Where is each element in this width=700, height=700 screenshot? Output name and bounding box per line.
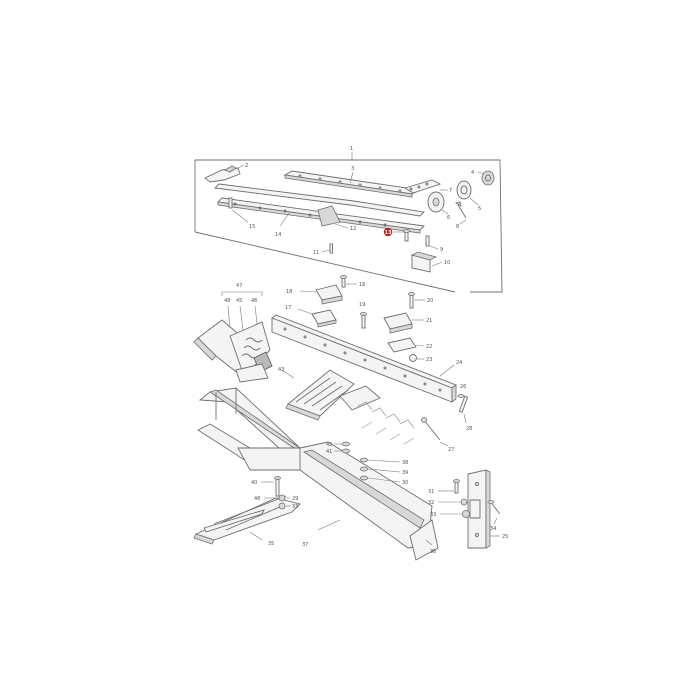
part-4-cap: 4 [471,170,495,186]
callout-17: 17 [285,305,291,311]
callout-48b: 48 [254,496,260,502]
callout-30: 30 [402,480,408,486]
callout-27: 27 [448,447,454,453]
callout-40: 40 [251,480,257,486]
callout-43: 43 [278,367,284,373]
callout-5: 5 [478,206,481,212]
small-hardware-left: 40 48 29 33 [251,476,298,510]
callout-38: 38 [402,460,408,466]
callout-46: 46 [251,298,257,304]
callout-13[interactable]: 13 [385,230,392,236]
callout-15: 15 [249,224,255,230]
callout-26: 26 [460,384,466,390]
callout-28: 28 [466,426,472,432]
part-8-screw: 8 [454,201,467,230]
guard-details [357,401,415,445]
callout-47: 47 [236,283,242,289]
part-18-clip: 18 [286,284,343,305]
callout-42: 42 [326,442,332,448]
part-25-mount-plate: 25 [467,469,508,549]
callout-29: 29 [292,496,298,502]
part-20-bolt: 20 [408,292,433,309]
highlight-marker[interactable] [383,227,393,237]
upper-assembly-frame: 1 [194,146,503,293]
part-31-32-bolt: 31 32 [428,479,468,506]
part-26-bolt: 26 [457,384,469,413]
callout-19: 19 [359,302,365,308]
part-9-pin: 9 [425,235,443,253]
callout-10: 10 [444,260,450,266]
callout-4: 4 [471,170,474,176]
callout-25: 25 [502,534,508,540]
part-24-main-bar: 24 [271,314,462,403]
callout-8: 8 [456,224,459,230]
part-11-small-pin: 11 [313,243,333,256]
callout-21: 21 [426,318,432,324]
callout-35: 35 [268,541,274,547]
part-38-39-washers: 38 39 30 [360,457,408,486]
part-43-knife-sections: 43 [278,367,381,421]
part-19-bolt: 19 [359,302,367,329]
callout-11: 11 [313,250,319,256]
callout-7: 7 [449,188,452,194]
part-36-channel-end: 36 [425,539,436,555]
callout-23: 23 [426,357,432,363]
callout-34: 34 [490,526,496,532]
part-22-plate: 22 [387,337,432,353]
callout-39: 39 [402,470,408,476]
part-47-guard-assembly: 47 48 45 46 [193,283,273,383]
part-37-channel: 37 [197,387,439,561]
part-2-bracket: 2 [204,163,248,183]
part-17-clip: 17 [285,305,337,328]
part-33-34-bolt: 33 34 [430,500,501,532]
part-7-crank-arm: 7 [403,179,452,194]
part-13-bolt-highlighted: 13 [383,227,410,242]
callout-45: 45 [236,298,242,304]
part-35-end-plate: 35 [193,495,301,547]
callout-33b: 33 [430,512,436,518]
callout-12: 12 [350,226,356,232]
callout-48: 48 [224,298,230,304]
callout-36: 36 [430,549,436,555]
callout-2: 2 [245,163,248,169]
callout-6: 6 [447,215,450,221]
part-16-bolt: 16 [340,275,365,288]
callout-20: 20 [427,298,433,304]
callout-31: 31 [428,489,434,495]
part-41-42-nuts: 42 41 [326,441,350,455]
part-12-mounting-bracket: 12 [317,205,356,232]
part-27-bolt: 27 [421,417,454,453]
part-15-pin: 15 [228,197,255,230]
part-21-clip: 21 [383,312,432,334]
callout-9: 9 [440,247,443,253]
part-23-nut: 23 [409,354,432,363]
callout-41: 41 [326,449,332,455]
part-10-bracket: 10 [410,251,450,273]
callout-24: 24 [456,360,462,366]
callout-32: 32 [428,500,434,506]
part-5-bearing: 5 [456,180,481,212]
callout-18: 18 [286,289,292,295]
callout-16: 16 [359,282,365,288]
callout-1: 1 [350,146,353,152]
callout-22: 22 [426,344,432,350]
callout-33: 33 [292,504,298,510]
callout-3: 3 [351,166,354,172]
part-28-label: 28 [463,413,472,432]
callout-14: 14 [275,232,281,238]
part-3-flat-bar: 3 [283,166,422,198]
callout-37: 37 [302,542,308,548]
part-6-hub: 6 [427,191,450,221]
